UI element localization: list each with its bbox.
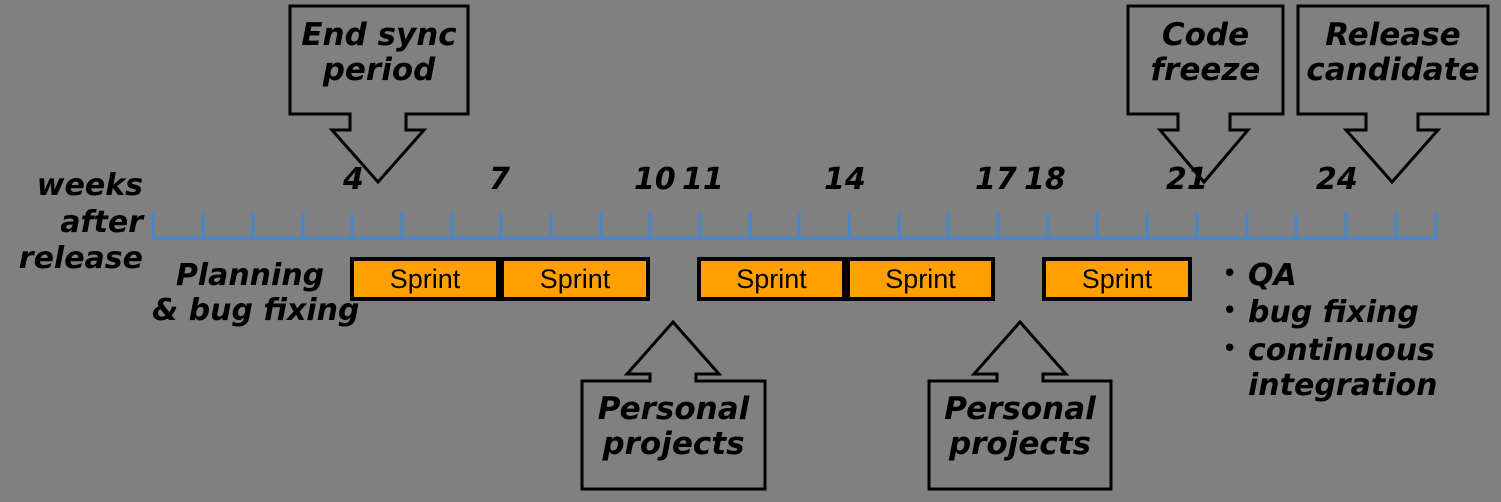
- callout-personal-projects-2-label: Personal projects: [929, 392, 1111, 461]
- callout-personal-projects-2-shape: [927, 319, 1113, 491]
- callout-personal-projects-1-label: Personal projects: [582, 392, 765, 461]
- callout-personal-projects-1-shape: [580, 319, 767, 491]
- callout-end-sync-period-shape: [288, 4, 470, 185]
- axis-tick-label-14: 14: [824, 162, 866, 197]
- callout-release-candidate-line1: Release: [1325, 17, 1461, 53]
- axis-caption-line3: release: [18, 241, 143, 277]
- axis-tick-label-21: 21: [1166, 162, 1208, 197]
- axis-caption-line2: after: [60, 204, 143, 240]
- callout-code-freeze-shape: [1126, 4, 1285, 185]
- callout-code-freeze-label: Code freeze: [1128, 18, 1283, 87]
- planning-label-line1: Planning: [175, 258, 325, 293]
- notes-item-3-wrapper: continuous integration: [1248, 333, 1437, 404]
- callout-personal-projects-2-line1: Personal: [944, 391, 1096, 427]
- callout-release-candidate-label: Release candidate: [1298, 18, 1488, 87]
- notes-list: • QA • bug fixing • continuous integrati…: [1222, 258, 1501, 406]
- callout-personal-projects-2-line2: projects: [948, 425, 1092, 462]
- axis-tick-label-24: 24: [1316, 162, 1358, 197]
- callout-end-sync-period-line1: End sync: [301, 17, 457, 53]
- axis-caption: weeks after release: [0, 168, 143, 278]
- notes-item-1-label: QA: [1248, 258, 1297, 293]
- notes-list-item-continuous-integration: • continuous integration: [1222, 333, 1501, 404]
- sprint-box-5[interactable]: Sprint: [1042, 257, 1192, 301]
- sprint-box-2-label: Sprint: [539, 263, 611, 294]
- notes-item-2-label: bug fixing: [1248, 295, 1419, 331]
- planning-label-line2: & bug fixing: [152, 293, 360, 329]
- sprint-box-1-label: Sprint: [389, 263, 461, 294]
- sprint-box-3-label: Sprint: [736, 263, 807, 294]
- axis-caption-line1: weeks: [36, 168, 143, 203]
- sprint-box-2[interactable]: Sprint: [500, 257, 650, 301]
- axis-tick-label-10: 10: [634, 162, 676, 197]
- sprint-box-4[interactable]: Sprint: [846, 257, 995, 301]
- notes-item-3-line2: integration: [1248, 368, 1438, 404]
- sprint-box-3[interactable]: Sprint: [697, 257, 846, 301]
- callout-code-freeze-line1: Code: [1161, 17, 1250, 53]
- timeline-axis: [151, 212, 1438, 240]
- callout-end-sync-period-line2: period: [322, 51, 436, 88]
- sprint-box-4-label: Sprint: [885, 263, 956, 294]
- axis-tick-label-11: 11: [682, 162, 724, 197]
- axis-tick-label-17: 17: [975, 162, 1017, 197]
- callout-release-candidate-shape: [1296, 4, 1490, 185]
- callout-release-candidate-line2: candidate: [1306, 51, 1480, 88]
- bullet-icon: •: [1222, 333, 1238, 364]
- bullet-icon: •: [1222, 296, 1238, 327]
- axis-tick-label-18: 18: [1024, 162, 1066, 197]
- notes-item-3-line1: continuous: [1248, 332, 1435, 368]
- axis-tick-label-7: 7: [489, 162, 510, 197]
- callout-code-freeze-line2: freeze: [1150, 51, 1261, 88]
- callout-end-sync-period-label: End sync period: [290, 18, 468, 87]
- notes-list-item-qa: • QA: [1222, 258, 1501, 293]
- callout-personal-projects-1-line1: Personal: [597, 391, 750, 427]
- sprint-box-1[interactable]: Sprint: [350, 257, 500, 301]
- sprint-box-5-label: Sprint: [1081, 263, 1153, 294]
- bullet-icon: •: [1222, 259, 1238, 289]
- planning-label: Planning & bug fixing: [152, 258, 360, 329]
- callout-personal-projects-1-line2: projects: [602, 425, 745, 462]
- axis-tick-label-4: 4: [343, 162, 364, 197]
- notes-list-item-bug-fixing: • bug fixing: [1222, 295, 1501, 330]
